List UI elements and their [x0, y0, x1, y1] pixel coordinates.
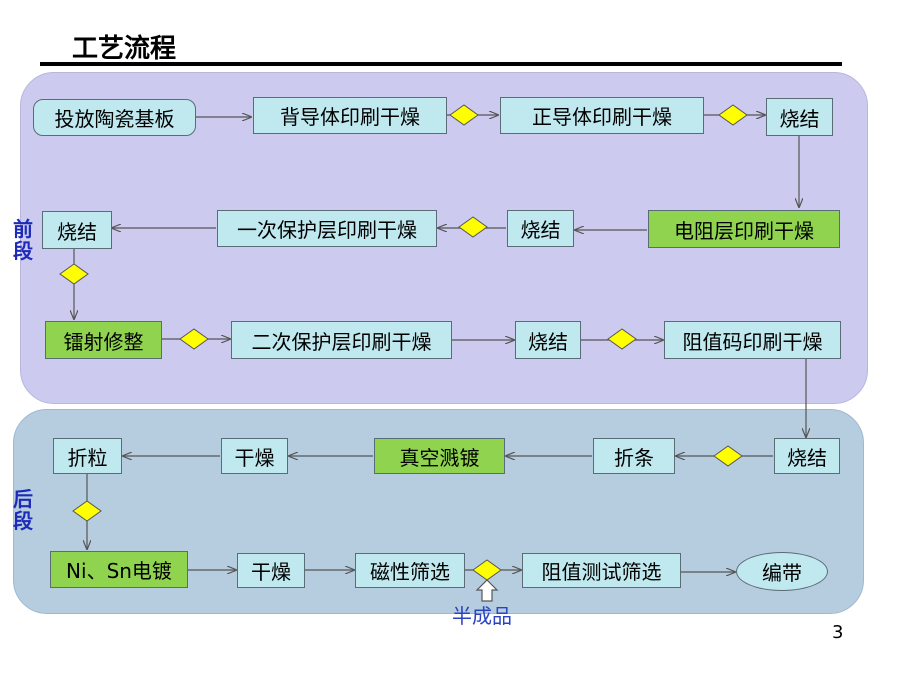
inspection-diamond — [713, 445, 743, 467]
step-drying: 干燥 — [237, 553, 305, 588]
step-laser-trimming: 镭射修整 — [45, 321, 162, 359]
semi-finished-up-arrow — [475, 579, 499, 602]
step-sintering: 烧结 — [42, 211, 112, 249]
step-drying: 干燥 — [221, 438, 288, 474]
step-vacuum-sputtering: 真空溅镀 — [374, 438, 505, 474]
semi-finished-product-label: 半成品 — [452, 604, 512, 628]
page-number: 3 — [832, 622, 844, 643]
inspection-diamond — [458, 216, 488, 238]
step-taping: 编带 — [736, 552, 828, 591]
step-sintering: 烧结 — [774, 438, 840, 474]
inspection-diamond — [179, 328, 209, 350]
title-underline — [40, 62, 842, 66]
inspection-diamond — [59, 263, 89, 285]
inspection-diamond — [449, 104, 479, 126]
step-second-protective-layer-print-dry: 二次保护层印刷干燥 — [231, 321, 452, 359]
step-sintering: 烧结 — [766, 98, 833, 136]
step-chip-breaking: 折粒 — [53, 438, 122, 474]
step-sintering: 烧结 — [507, 210, 574, 247]
step-resistance-test-screening: 阻值测试筛选 — [522, 553, 681, 588]
inspection-diamond — [72, 500, 102, 522]
step-magnetic-screening: 磁性筛选 — [355, 553, 465, 588]
step-resistor-layer-print-dry: 电阻层印刷干燥 — [648, 210, 840, 248]
inspection-diamond — [472, 559, 502, 581]
inspection-diamond — [718, 104, 748, 126]
step-first-protective-layer-print-dry: 一次保护层印刷干燥 — [217, 210, 437, 247]
back-stage-label: 后段 — [13, 487, 33, 533]
inspection-diamond — [607, 328, 637, 350]
page-title: 工艺流程 — [72, 34, 177, 64]
front-stage-label: 前段 — [13, 217, 33, 263]
step-resistance-code-print-dry: 阻值码印刷干燥 — [664, 321, 841, 359]
step-load-ceramic-substrate: 投放陶瓷基板 — [33, 99, 196, 136]
step-sintering: 烧结 — [515, 321, 581, 359]
step-front-conductor-print-dry: 正导体印刷干燥 — [500, 97, 704, 134]
step-ni-sn-plating: Ni、Sn电镀 — [50, 551, 188, 588]
step-back-conductor-print-dry: 背导体印刷干燥 — [253, 97, 447, 134]
step-strip-breaking: 折条 — [593, 438, 675, 474]
